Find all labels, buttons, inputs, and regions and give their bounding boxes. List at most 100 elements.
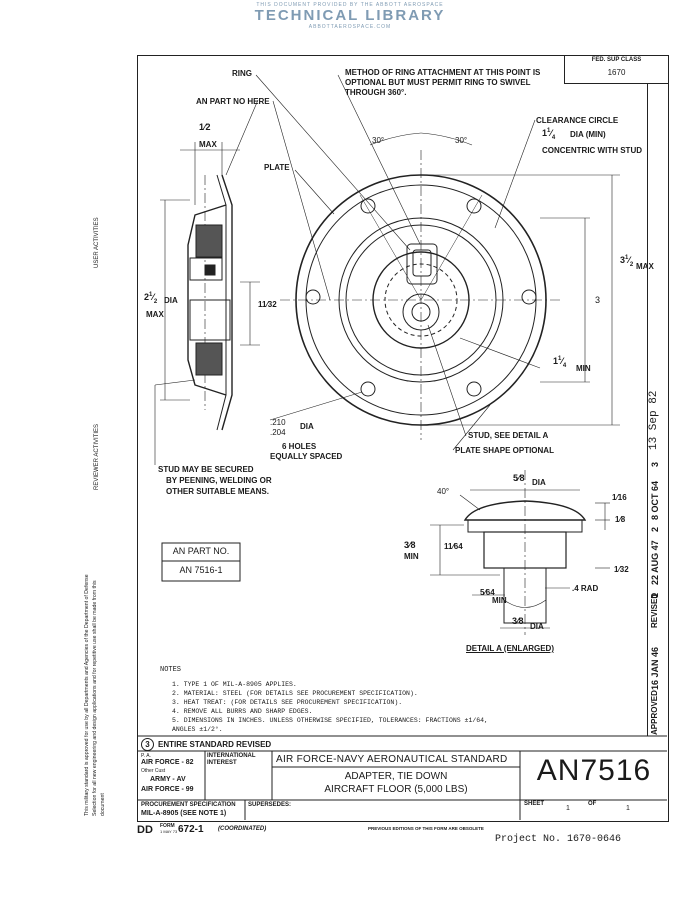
- rev-1-num: 1: [650, 592, 660, 598]
- tb-interest: INTEREST: [207, 760, 237, 766]
- section-ring-bottom: [195, 342, 223, 376]
- angle-40: 40°: [437, 487, 450, 496]
- dim-hole-210: .210: [270, 418, 286, 427]
- bolt-hole: [466, 381, 482, 397]
- dim-3-1-2-max: MAX: [636, 262, 654, 271]
- section-ring-top: [195, 224, 223, 258]
- drawing-frame: [137, 55, 669, 822]
- dim-1-32: 1⁄32: [614, 565, 629, 574]
- bolt-hole: [466, 198, 482, 214]
- dim-3-1-2: 31⁄2: [620, 255, 634, 268]
- detail-a-title: DETAIL A (ENLARGED): [466, 644, 554, 653]
- revised-circle: 3: [141, 738, 154, 751]
- callout-stud-secure-3: OTHER SUITABLE MEANS.: [166, 487, 269, 496]
- dim-2-1-2-dia: DIA: [164, 296, 178, 305]
- tb-other-cust: Other Cust: [141, 768, 166, 774]
- dim-3-8-bottom: 3⁄8: [512, 616, 524, 626]
- dim-3-8-min: MIN: [404, 552, 419, 561]
- callout-clearance-1: CLEARANCE CIRCLE: [536, 116, 619, 125]
- callout-stud-secure-1: STUD MAY BE SECURED: [158, 465, 254, 474]
- callout-plate: PLATE: [264, 163, 290, 172]
- note-1: 1. TYPE 1 OF MIL-A-8905 APPLIES.: [172, 681, 297, 688]
- footer-form-date: 1 MAY 73: [160, 829, 178, 834]
- dim-11-32: 11⁄32: [258, 300, 277, 309]
- callout-clearance-2: DIA (MIN): [570, 130, 606, 139]
- plan-view: [255, 74, 620, 451]
- dim-2-1-2: 21⁄2: [144, 292, 158, 305]
- dim-half-max: MAX: [199, 140, 217, 149]
- callout-equally-spaced: EQUALLY SPACED: [270, 452, 343, 461]
- callout-method-2: OPTIONAL BUT MUST PERMIT RING TO SWIVEL: [345, 78, 531, 87]
- footer-project-number: Project No. 1670-0646: [495, 834, 622, 845]
- ring-attachment: [406, 243, 438, 285]
- tb-of-label: OF: [588, 801, 597, 807]
- callout-an-part-no-here: AN PART NO HERE: [196, 97, 270, 106]
- footer-form-number: 672-1: [178, 824, 204, 835]
- fed-sup-class-label: FED. SUP CLASS: [591, 57, 642, 63]
- note-5-cont: ANGLES ±1/2°.: [172, 726, 223, 733]
- bolt-hole: [305, 289, 321, 305]
- rev-approved-label: APPROVED: [650, 690, 659, 735]
- dim-hole-dia: DIA: [300, 422, 314, 431]
- dim-5-64: 5⁄64: [480, 588, 495, 597]
- rev-3-date: 13 Sep 82: [648, 390, 660, 450]
- tb-org: AIR FORCE-NAVY AERONAUTICAL STANDARD: [276, 754, 508, 765]
- detail-a-view: [430, 470, 610, 635]
- bolt-hole: [360, 381, 376, 397]
- callout-six-holes: 6 HOLES: [282, 442, 317, 451]
- revised-text: ENTIRE STANDARD REVISED: [158, 740, 272, 749]
- rev-3-num: 3: [650, 461, 660, 467]
- notes-title: NOTES: [160, 666, 182, 674]
- rev-2-date: 8 OCT 64: [650, 480, 660, 520]
- fed-sup-class-value: 1670: [607, 68, 626, 77]
- title-block-grid: [137, 735, 667, 820]
- dim-5-8-dia: DIA: [532, 478, 546, 487]
- tb-proc-label: PROCUREMENT SPECIFICATION: [141, 802, 236, 808]
- note-5: 5. DIMENSIONS IN INCHES. UNLESS OTHERWIS…: [172, 717, 488, 724]
- tb-air-force-99: AIR FORCE - 99: [141, 786, 194, 793]
- section-stud: [189, 299, 231, 341]
- tb-pa: P. A.: [141, 753, 151, 759]
- dim-3-8-left: 3⁄8: [404, 540, 416, 550]
- tb-supersedes: SUPERSEDES:: [248, 802, 292, 808]
- rev-revised-label: REVISED: [650, 592, 659, 628]
- callout-clearance-3: CONCENTRIC WITH STUD: [542, 146, 642, 155]
- angle-30-left: 30°: [372, 136, 385, 145]
- note-2: 2. MATERIAL: STEEL (FOR DETAILS SEE PROC…: [172, 690, 418, 697]
- dim-2-1-2-max: MAX: [146, 310, 164, 319]
- callout-stud-detail: STUD, SEE DETAIL A: [468, 431, 549, 440]
- note-3: 3. HEAT TREAT: (FOR DETAILS SEE PROCUREM…: [172, 699, 403, 706]
- callout-4-rad: .4 RAD: [572, 584, 599, 593]
- tb-proc-value: MIL-A-8905 (SEE NOTE 1): [141, 810, 227, 817]
- bolt-hole: [521, 289, 537, 305]
- footer-coordinated: (COORDINATED): [218, 826, 267, 832]
- footer-form-label: FORM: [160, 823, 175, 829]
- dim-1-1-4: 11⁄4: [553, 356, 567, 369]
- tb-sheet-total: 1: [626, 805, 630, 812]
- revision-column: [647, 83, 648, 736]
- rev-approved-date: 16 JAN 46: [650, 646, 660, 690]
- header-website: ABBOTTAEROSPACE.COM: [308, 24, 392, 30]
- dim-11-64: 11⁄64: [444, 542, 463, 551]
- dim-3: 3: [595, 295, 601, 305]
- part-box-frame: [161, 542, 241, 582]
- section-view: [154, 99, 260, 465]
- rev-2-num: 2: [650, 526, 660, 532]
- dim-1-8: 1⁄8: [615, 515, 626, 524]
- callout-plate-shape: PLATE SHAPE OPTIONAL: [455, 446, 554, 455]
- tb-sheet-label: SHEET: [524, 801, 545, 807]
- tb-army: ARMY - AV: [150, 776, 186, 783]
- section-stud-head: [189, 257, 223, 281]
- dim-3-8-dia: DIA: [530, 622, 544, 631]
- tb-air-force-82: AIR FORCE - 82: [141, 759, 194, 766]
- rev-1-date: 22 AUG 47: [650, 540, 660, 585]
- dim-1-1-4-min: MIN: [576, 364, 591, 373]
- callout-method-3: THROUGH 360°.: [345, 88, 407, 97]
- part-box-header: AN PART NO.: [172, 546, 230, 556]
- callout-ring: RING: [232, 69, 252, 78]
- header-provided-by: THIS DOCUMENT PROVIDED BY THE ABBOTT AER…: [256, 2, 444, 8]
- dim-5-8-dia-frac: 5⁄8: [513, 473, 525, 483]
- callout-stud-secure-2: BY PEENING, WELDING OR: [166, 476, 272, 485]
- dim-half-top: 1⁄2: [199, 122, 211, 132]
- angle-30-right: 30°: [455, 136, 468, 145]
